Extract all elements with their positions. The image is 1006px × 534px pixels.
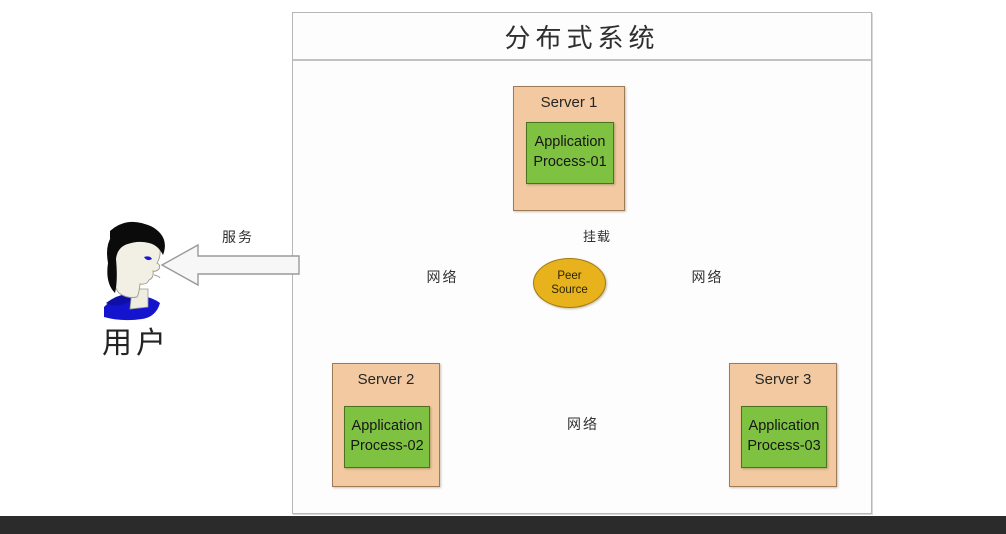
peer-source-node[interactable]: Peer Source [533, 258, 606, 308]
server-1-title: Server 1 [540, 94, 598, 111]
app-process-01-line1: Application [534, 134, 606, 151]
server-2-title: Server 2 [357, 371, 415, 388]
page-title: 分布式系统 [504, 23, 660, 54]
app-process-03-box[interactable]: Application Process-03 [741, 406, 827, 468]
network-cloud-right-label: 网络 [691, 270, 724, 286]
network-cloud-bottom: 网络 [528, 392, 638, 470]
service-block-arrow [160, 243, 300, 287]
network-cloud-left: 网络 [390, 243, 495, 321]
app-process-02-line1: Application [351, 418, 423, 435]
app-process-02-box[interactable]: Application Process-02 [344, 406, 430, 468]
system-title-bar: 分布式系统 [293, 13, 871, 61]
bottom-status-bar [0, 516, 1006, 534]
app-process-02-line2: Process-02 [350, 438, 424, 454]
server-box-1[interactable]: Server 1 Application Process-01 [513, 86, 625, 211]
server-box-3[interactable]: Server 3 Application Process-03 [729, 363, 837, 487]
mount-edge-label: 挂载 [583, 230, 612, 245]
service-arrow-label: 服务 [222, 230, 254, 246]
app-process-03-line1: Application [748, 418, 820, 435]
network-cloud-right: 网络 [655, 243, 760, 321]
app-process-01-line2: Process-01 [533, 154, 607, 170]
server-box-2[interactable]: Server 2 Application Process-02 [332, 363, 440, 487]
user-avatar-icon [104, 221, 165, 321]
app-process-01-box[interactable]: Application Process-01 [526, 122, 614, 184]
user-label: 用户 [102, 326, 170, 361]
peer-source-line2: Source [551, 284, 588, 296]
network-cloud-bottom-label: 网络 [567, 417, 599, 433]
app-process-03-line2: Process-03 [747, 438, 821, 454]
network-cloud-left-label: 网络 [426, 270, 459, 286]
server-3-title: Server 3 [754, 371, 812, 388]
peer-source-line1: Peer [557, 269, 582, 282]
